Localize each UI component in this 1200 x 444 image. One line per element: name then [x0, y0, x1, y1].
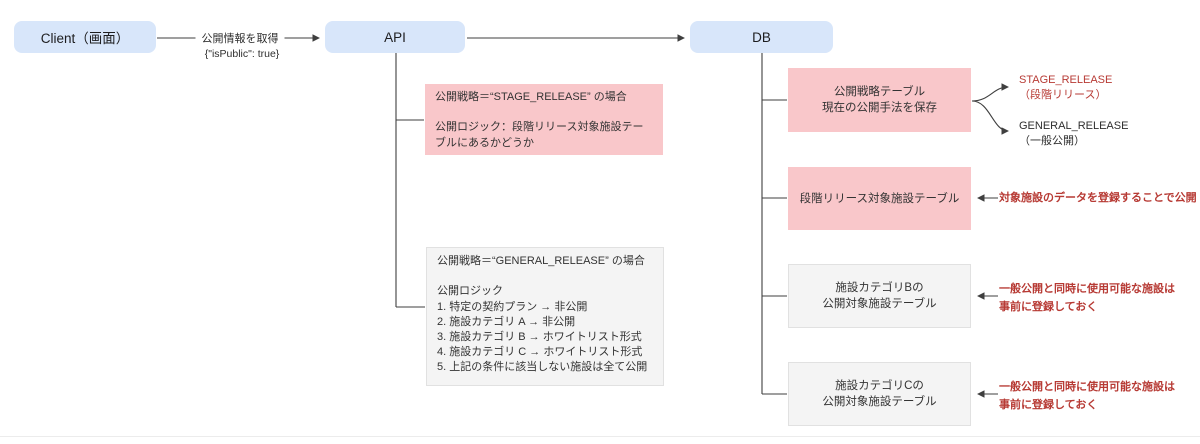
edge-sublabel-ispublic-json: {"isPublic": true} — [204, 48, 280, 60]
db-category-b-table-box: 施設カテゴリBの 公開対象施設テーブル — [788, 264, 971, 328]
db-stage-targets-table-box: 段階リリース対象施設テーブル — [788, 167, 971, 230]
node-api: API — [325, 21, 465, 53]
node-client: Client（画面） — [14, 21, 156, 53]
note-stage-targets: 対象施設のデータを登録することで公開 — [999, 192, 1197, 204]
note-category-c: 一般公開と同時に使用可能な施設は 事前に登録しておく — [999, 381, 1175, 411]
fork-to-stage-release — [971, 83, 1009, 102]
node-db: DB — [690, 21, 833, 53]
annotation-general-release-name: GENERAL_RELEASE — [1019, 120, 1129, 132]
fork-to-general-release — [971, 100, 1009, 135]
annotation-stage-release: STAGE_RELEASE （段階リリース） — [1019, 73, 1112, 103]
db-category-c-table-box: 施設カテゴリCの 公開対象施設テーブル — [788, 362, 971, 426]
annotation-general-release: GENERAL_RELEASE （一般公開） — [1019, 119, 1128, 149]
api-general-release-case-box: 公開戦略＝“GENERAL_RELEASE” の場合 公開ロジック 1. 特定の… — [426, 247, 664, 386]
api-stage-release-case-box: 公開戦略＝“STAGE_RELEASE” の場合 公開ロジック：段階リリース対象… — [425, 84, 663, 155]
annotation-stage-release-desc: （段階リリース） — [1019, 89, 1107, 101]
annotation-general-release-desc: （一般公開） — [1019, 135, 1085, 147]
bottom-divider — [0, 436, 1200, 437]
note-category-b: 一般公開と同時に使用可能な施設は 事前に登録しておく — [999, 283, 1175, 313]
db-strategy-table-box: 公開戦略テーブル 現在の公開手法を保存 — [788, 68, 971, 132]
annotation-stage-release-name: STAGE_RELEASE — [1019, 74, 1113, 86]
edge-label-get-public-info: 公開情報を取得 — [195, 30, 285, 46]
